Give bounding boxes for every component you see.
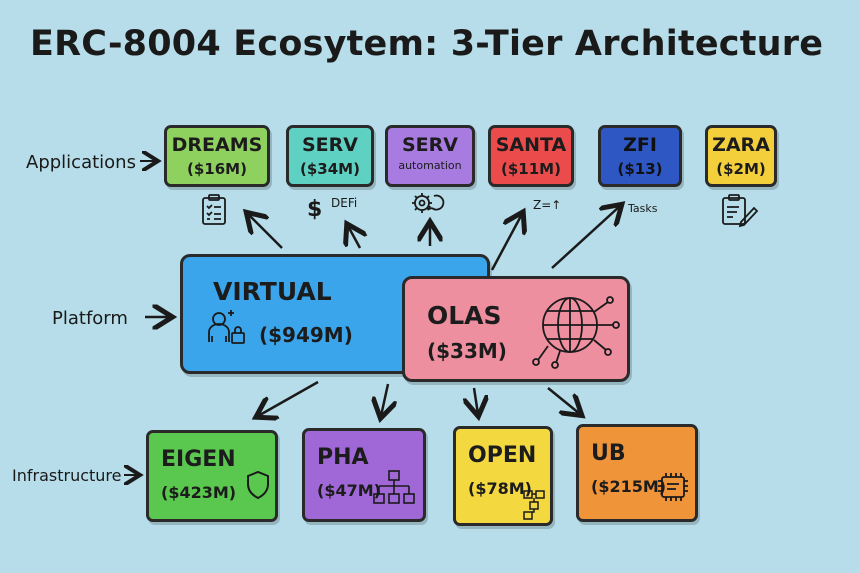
arrows-platform-to-infra — [258, 380, 580, 416]
app-name: ZARA — [712, 134, 770, 156]
infra-value: ($215M) — [591, 477, 667, 496]
infra-box-pha[interactable]: PHA ($47M) — [302, 428, 426, 522]
app-subtitle: automation — [398, 159, 462, 172]
infra-name: UB — [591, 441, 626, 466]
caption-defi: DEFi — [331, 196, 358, 210]
page-title: ERC-8004 Ecosytem: 3-Tier Architecture — [30, 24, 824, 64]
caption-tasks: Tasks — [628, 202, 658, 215]
tier-label-applications: Applications — [26, 152, 136, 173]
infra-name: PHA — [317, 445, 369, 470]
platform-name: OLAS — [427, 301, 502, 330]
app-value: ($2M) — [716, 160, 766, 178]
clipboard-checklist-icon — [202, 194, 226, 225]
platform-value: ($33M) — [427, 339, 507, 363]
infra-value: ($423M) — [161, 483, 237, 502]
app-name: ZFI — [623, 134, 657, 156]
tier-label-infrastructure: Infrastructure — [12, 466, 122, 485]
infra-box-eigen[interactable]: EIGEN ($423M) — [146, 430, 278, 522]
app-box-zara[interactable]: ZARA ($2M) — [705, 125, 777, 187]
app-box-zfi[interactable]: ZFI ($13) — [598, 125, 682, 187]
gear-cycle-icon — [412, 193, 445, 213]
platform-box-olas[interactable]: OLAS ($33M) — [402, 276, 630, 382]
app-value: ($11M) — [501, 160, 561, 178]
svg-text:$: $ — [307, 197, 322, 222]
app-value: ($13) — [617, 160, 663, 178]
platform-name: VIRTUAL — [213, 277, 332, 306]
clipboard-pen-icon — [722, 194, 759, 228]
app-name: SANTA — [495, 134, 567, 156]
app-name: SERV — [402, 134, 458, 156]
infra-box-ub[interactable]: UB ($215M) — [576, 424, 698, 522]
infra-box-open[interactable]: OPEN ($78M) — [453, 426, 553, 526]
app-box-santa[interactable]: SANTA ($11M) — [488, 125, 574, 187]
app-box-serv-automation[interactable]: SERV automation — [385, 125, 475, 187]
infra-name: OPEN — [468, 443, 537, 468]
caption-z-up: Z=↑ — [533, 198, 562, 212]
infra-value: ($78M) — [468, 479, 532, 498]
platform-value: ($949M) — [259, 323, 353, 347]
app-value: ($16M) — [187, 160, 247, 178]
infra-name: EIGEN — [161, 447, 236, 472]
tier-label-platform: Platform — [52, 308, 128, 329]
dollar-icon: $ — [307, 197, 322, 222]
app-box-dreams[interactable]: DREAMS ($16M) — [164, 125, 270, 187]
app-name: DREAMS — [171, 134, 263, 156]
infra-value: ($47M) — [317, 481, 381, 500]
app-value: ($34M) — [300, 160, 360, 178]
app-box-serv-defi[interactable]: SERV ($34M) — [286, 125, 374, 187]
app-name: SERV — [302, 134, 358, 156]
